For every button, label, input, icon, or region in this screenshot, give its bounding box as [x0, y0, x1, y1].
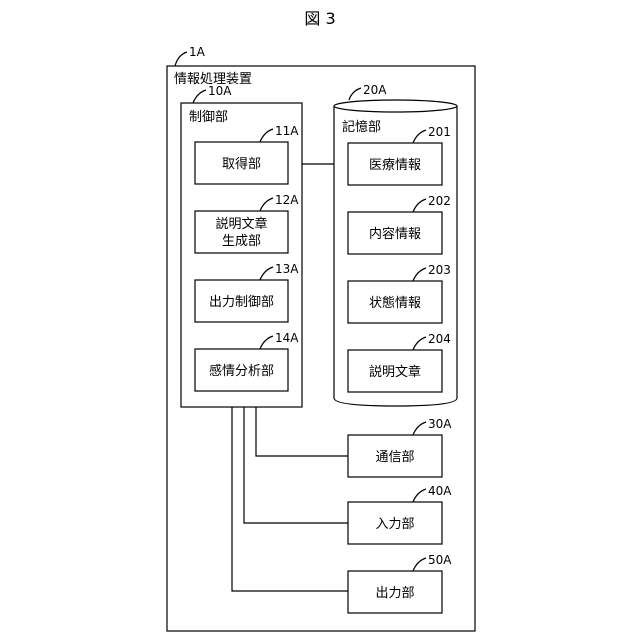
figure-title: 図 3	[304, 9, 335, 28]
output-control-unit-leader	[260, 267, 273, 280]
state-info-store-label: 状態情報	[369, 295, 421, 311]
storage-ref: 20A	[363, 83, 387, 97]
output-unit-ref: 50A	[428, 553, 452, 567]
apparatus-ref: 1A	[189, 45, 206, 59]
storage-leader	[349, 88, 361, 100]
acquisition-unit-label: 取得部	[222, 156, 261, 172]
medical-info-store-label: 医療情報	[369, 158, 421, 173]
storage-label: 記憶部	[342, 119, 381, 135]
state-info-store-leader	[413, 268, 426, 281]
explanation-text-store-ref: 204	[428, 332, 451, 346]
emotion-analysis-unit-leader	[260, 336, 273, 349]
output-unit-leader	[413, 558, 426, 571]
apparatus-leader	[175, 52, 187, 66]
control-label: 制御部	[189, 110, 228, 125]
content-info-store-ref: 202	[428, 194, 451, 208]
input-unit-ref: 40A	[428, 484, 452, 498]
emotion-analysis-unit-label: 感情分析部	[209, 363, 274, 379]
acquisition-unit-leader	[260, 129, 273, 142]
content-info-store-label: 内容情報	[369, 226, 421, 242]
explanation-generation-unit-label-line1: 説明文章	[215, 216, 267, 232]
output-control-unit-ref: 13A	[275, 262, 299, 276]
output-control-unit-label: 出力制御部	[209, 295, 274, 310]
explanation-generation-unit-label-line2: 生成部	[222, 234, 261, 249]
storage-cylinder-top	[334, 100, 457, 112]
control-leader	[193, 90, 206, 103]
input-unit-leader	[413, 489, 426, 502]
input-unit-label: 入力部	[375, 517, 414, 532]
communication-connector	[256, 407, 348, 456]
state-info-store-ref: 203	[428, 263, 451, 277]
explanation-text-store-label: 説明文章	[369, 364, 421, 380]
communication-unit-ref: 30A	[428, 417, 452, 431]
input-connector	[244, 407, 348, 523]
content-info-store-leader	[413, 199, 426, 212]
explanation-generation-unit-ref: 12A	[275, 193, 299, 207]
acquisition-unit-ref: 11A	[275, 124, 299, 138]
communication-unit-label: 通信部	[375, 450, 414, 465]
control-ref: 10A	[208, 84, 232, 98]
emotion-analysis-unit-ref: 14A	[275, 331, 299, 345]
medical-info-store-ref: 201	[428, 125, 451, 139]
explanation-generation-unit-leader	[260, 198, 273, 211]
medical-info-store-leader	[413, 130, 426, 143]
explanation-text-store-leader	[413, 337, 426, 350]
output-connector	[232, 407, 348, 591]
output-unit-label: 出力部	[375, 586, 414, 601]
communication-unit-leader	[413, 422, 426, 435]
